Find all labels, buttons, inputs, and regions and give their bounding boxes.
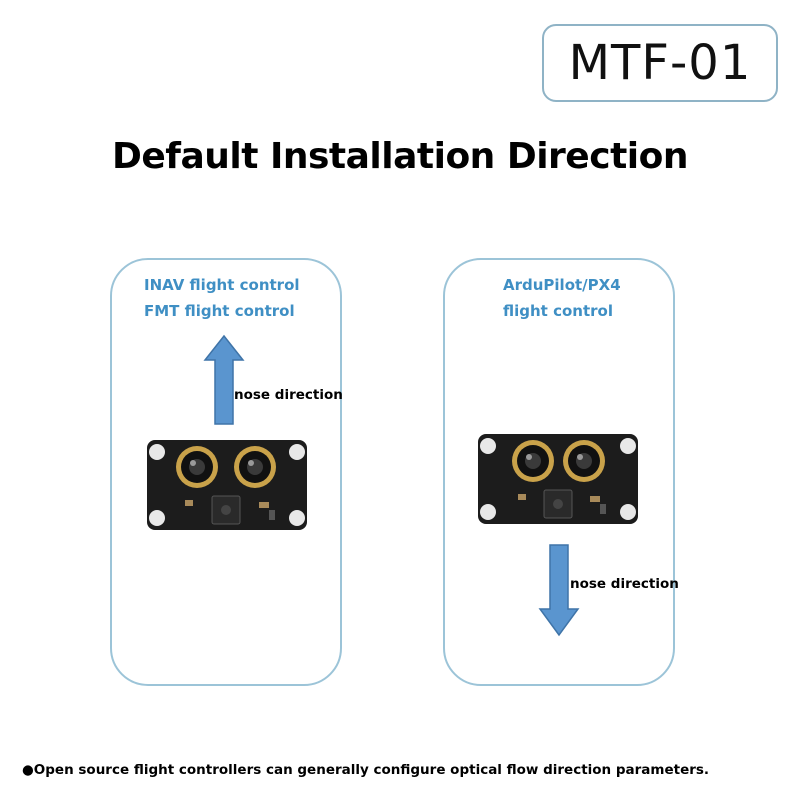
- sensor-board-icon: [478, 434, 638, 524]
- nose-direction-label: nose direction: [570, 576, 679, 592]
- panel-label-line: flight control: [503, 302, 613, 320]
- page-title: Default Installation Direction: [112, 136, 688, 177]
- panel-label-line: ArduPilot/PX4: [503, 276, 621, 294]
- nose-direction-label: nose direction: [234, 387, 343, 403]
- nose-arrow-up-icon: [203, 334, 245, 425]
- footer-note: ●Open source flight controllers can gene…: [22, 762, 710, 778]
- model-name: MTF-01: [568, 35, 752, 91]
- panel-label: INAV flight control FMT flight control: [144, 272, 300, 324]
- model-name-box: MTF-01: [542, 24, 778, 102]
- panel-label-line: FMT flight control: [144, 302, 295, 320]
- nose-arrow-down-icon: [538, 544, 580, 637]
- panel-label-line: INAV flight control: [144, 276, 300, 294]
- panel-label: ArduPilot/PX4 flight control: [503, 272, 621, 324]
- sensor-board-icon: [147, 440, 307, 530]
